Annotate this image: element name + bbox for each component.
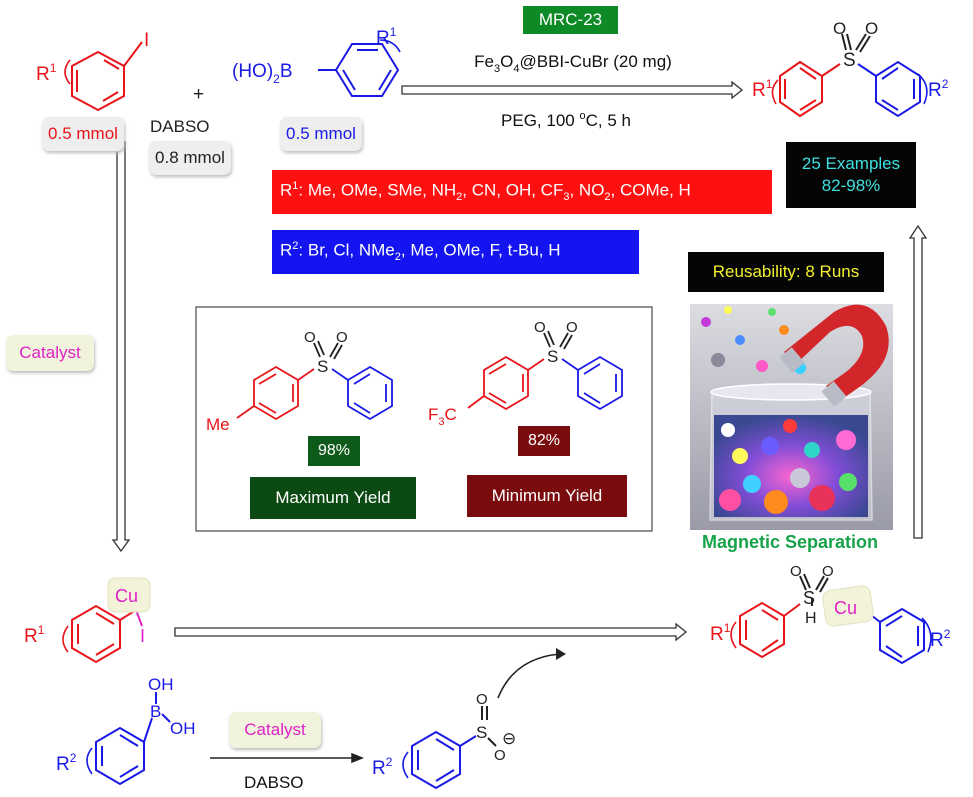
min-yield-oxygen-2: O bbox=[566, 319, 578, 336]
main-reaction-arrow bbox=[401, 80, 744, 100]
sulfonyl-sulfur: S bbox=[803, 588, 815, 608]
dabso-bottom: DABSO bbox=[244, 773, 304, 792]
r1-label-boronic: R1 bbox=[376, 25, 397, 49]
max-yield-value: 98% bbox=[308, 436, 360, 466]
catalyst-left-label: Catalyst bbox=[6, 335, 94, 371]
r2-substituent-bar: R2: Br, Cl, NMe2, Me, OMe, F, t-Bu, H bbox=[272, 230, 639, 274]
sulfinate-oxygen-1: O bbox=[476, 691, 488, 708]
product-sulfur: S bbox=[843, 50, 856, 71]
sulfinate-structure bbox=[402, 706, 497, 790]
min-yield-cf3: F3C bbox=[428, 405, 457, 428]
sulfonyl-hydrogen: H bbox=[805, 610, 817, 627]
aryl-boronic-structure bbox=[86, 692, 171, 786]
examples-count: 25 Examples bbox=[801, 154, 901, 173]
min-yield-value: 82% bbox=[518, 426, 570, 456]
aryl-iodide-amount: 0.5 mmol bbox=[42, 117, 124, 151]
catalyst-code-badge: MRC-23 bbox=[523, 6, 618, 34]
catalyst-bottom-label: Catalyst bbox=[229, 712, 321, 748]
reusability-box: Reusability: 8 Runs bbox=[688, 252, 884, 292]
particle-spheres bbox=[701, 306, 857, 514]
cu-complex-structure bbox=[62, 604, 143, 664]
max-yield-oxygen-1: O bbox=[304, 329, 316, 346]
negative-charge-icon: ⊖ bbox=[502, 729, 516, 748]
cu-label-right: Cu bbox=[834, 598, 857, 618]
max-yield-oxygen-2: O bbox=[336, 329, 348, 346]
left-down-arrow bbox=[111, 141, 131, 553]
catalyst-condition: Fe3O4@BBI-CuBr (20 mg) bbox=[474, 52, 672, 75]
sulfonyl-oxygen-1: O bbox=[790, 563, 802, 580]
min-yield-oxygen-1: O bbox=[534, 319, 546, 336]
product-oxygen-2: O bbox=[865, 19, 878, 38]
max-yield-methyl: Me bbox=[206, 415, 230, 434]
cu-complex-r1: R1 bbox=[24, 623, 45, 647]
sulfinate-r2: R2 bbox=[372, 755, 393, 779]
iodide-on-cu: I bbox=[140, 626, 145, 646]
magnetic-separation-caption: Magnetic Separation bbox=[702, 532, 878, 552]
magnetic-beaker-image bbox=[690, 304, 893, 530]
boronic-acid-structure bbox=[318, 39, 401, 97]
max-yield-structure bbox=[236, 340, 393, 421]
dabso-amount: 0.8 mmol bbox=[149, 141, 231, 175]
bottom-reaction-arrow bbox=[174, 622, 688, 642]
cu-highlight bbox=[107, 577, 151, 613]
curved-attack-arrow bbox=[497, 648, 566, 699]
sulfinate-arrow bbox=[210, 752, 365, 764]
cu-sulfonyl-r1: R1 bbox=[710, 621, 731, 645]
product-r1-label: R1 bbox=[752, 77, 773, 101]
min-yield-structure bbox=[467, 330, 623, 411]
min-yield-sulfur: S bbox=[547, 347, 558, 366]
sulfinate-oxygen-2: O bbox=[494, 747, 506, 764]
cu-label: Cu bbox=[115, 586, 138, 606]
iodide-atom-label: I bbox=[144, 30, 149, 51]
aryl-iodide-structure bbox=[64, 41, 143, 112]
sulfonyl-oxygen-2: O bbox=[822, 563, 834, 580]
boronic-acid-amount: 0.5 mmol bbox=[280, 117, 362, 151]
r1-label: R1 bbox=[36, 61, 57, 85]
magnet-icon bbox=[779, 304, 889, 407]
boronic-r2: R2 bbox=[56, 751, 77, 775]
oh-label-1: OH bbox=[148, 675, 174, 694]
yield-range: 82-98% bbox=[821, 176, 881, 195]
min-yield-label: Minimum Yield bbox=[467, 475, 627, 517]
product-r2-label: R2 bbox=[928, 77, 949, 101]
product-structure bbox=[771, 33, 928, 118]
max-yield-sulfur: S bbox=[317, 357, 328, 376]
r1-substituent-bar: R1: Me, OMe, SMe, NH2, CN, OH, CF3, NO2,… bbox=[272, 170, 772, 214]
right-up-arrow bbox=[908, 224, 928, 539]
sulfinate-sulfur: S bbox=[476, 723, 487, 742]
oh-label-2: OH bbox=[170, 719, 196, 738]
max-yield-label: Maximum Yield bbox=[250, 477, 416, 519]
boron-label: B bbox=[150, 702, 161, 721]
product-oxygen-1: O bbox=[833, 19, 846, 38]
dabso-label: DABSO bbox=[150, 117, 210, 136]
cu-sulfonyl-r2: R2 bbox=[930, 627, 951, 651]
solvent-condition: PEG, 100 oC, 5 h bbox=[501, 110, 631, 130]
plus-sign: + bbox=[193, 84, 204, 105]
results-box: 25 Examples 82-98% bbox=[786, 142, 916, 208]
cu-highlight-right bbox=[822, 585, 874, 627]
boronic-acid-formula: (HO)2B bbox=[232, 61, 293, 86]
